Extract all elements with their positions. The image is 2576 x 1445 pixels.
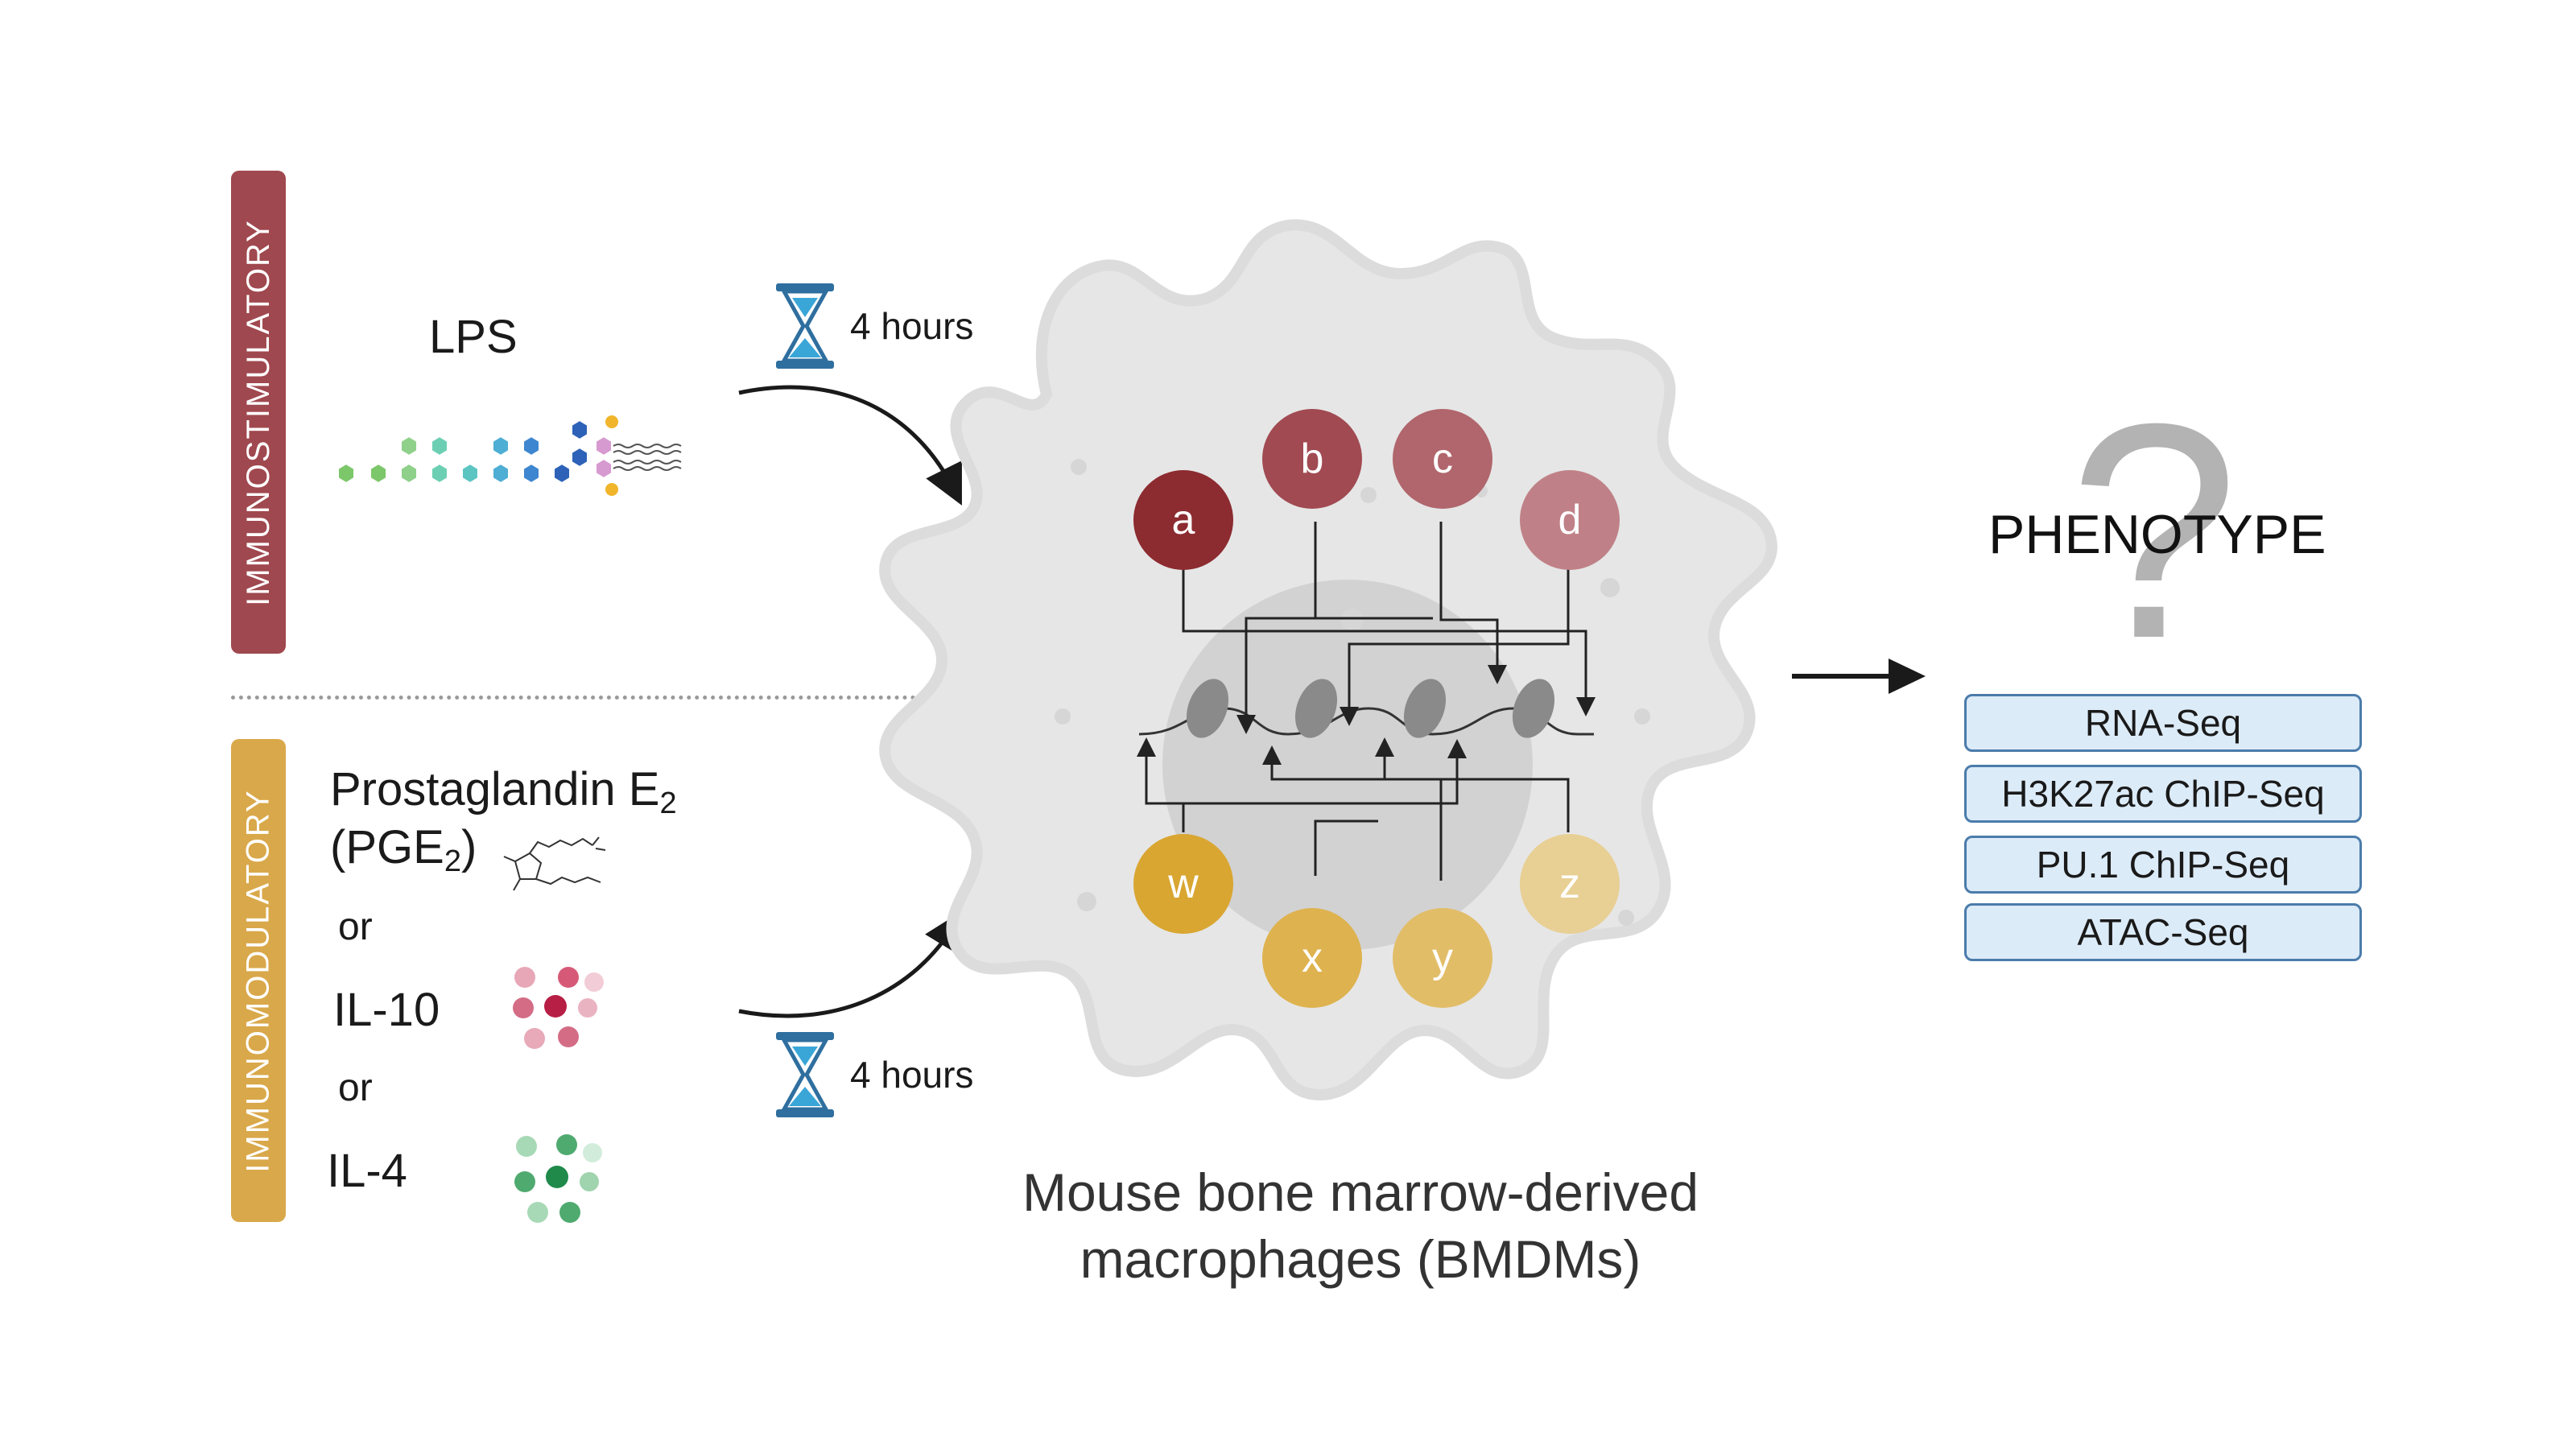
il10-cytokine-icon bbox=[513, 967, 604, 1049]
arrow-bottom-curve bbox=[738, 910, 964, 1018]
factor-c: c bbox=[1393, 409, 1492, 509]
assay-pu1-chip-seq: PU.1 ChIP-Seq bbox=[1964, 836, 2362, 894]
factor-w: w bbox=[1133, 834, 1233, 934]
pge2-abbrev: (PGE2) bbox=[330, 821, 477, 878]
pge2-structure-icon bbox=[503, 836, 606, 891]
pge2-label: Prostaglandin E2 bbox=[330, 763, 677, 820]
assay-rna-seq: RNA-Seq bbox=[1964, 694, 2362, 752]
lps-molecule-icon bbox=[337, 415, 682, 496]
lps-label: LPS bbox=[429, 311, 518, 363]
factor-z: z bbox=[1520, 834, 1620, 934]
factor-x: x bbox=[1262, 908, 1362, 1008]
il4-cytokine-icon bbox=[514, 1134, 602, 1223]
assay-h3k27ac-chip-seq: H3K27ac ChIP-Seq bbox=[1964, 765, 2362, 823]
factor-y: y bbox=[1393, 908, 1492, 1008]
or-label-2: or bbox=[338, 1067, 373, 1109]
arrow-top-curve bbox=[738, 385, 962, 506]
or-label-1: or bbox=[338, 906, 373, 948]
hourglass-icon-top bbox=[776, 283, 834, 369]
phenotype-title: PHENOTYPE bbox=[1988, 504, 2326, 565]
nucleosomes bbox=[1186, 679, 1555, 738]
il10-label: IL-10 bbox=[333, 984, 440, 1036]
hourglass-icon-bottom bbox=[776, 1032, 834, 1117]
caption-line-1: Mouse bone marrow-derived bbox=[1022, 1162, 1699, 1222]
assay-atac-seq: ATAC-Seq bbox=[1964, 903, 2362, 961]
factor-d: d bbox=[1520, 470, 1620, 570]
caption-line-2: macrophages (BMDMs) bbox=[1080, 1228, 1641, 1289]
immunomodulatory-bar: IMMUNOMODULATORY bbox=[231, 739, 286, 1222]
cell-caption: Mouse bone marrow-derived macrophages (B… bbox=[934, 1159, 1787, 1292]
duration-label-bottom: 4 hours bbox=[850, 1054, 974, 1096]
il4-label: IL-4 bbox=[327, 1145, 407, 1197]
factor-b: b bbox=[1262, 409, 1362, 509]
section-divider bbox=[231, 696, 956, 700]
immunostimulatory-bar: IMMUNOSTIMULATORY bbox=[231, 171, 286, 654]
question-mark-icon: ? bbox=[2069, 360, 2240, 702]
factor-a: a bbox=[1133, 470, 1233, 570]
duration-label-top: 4 hours bbox=[850, 305, 974, 347]
